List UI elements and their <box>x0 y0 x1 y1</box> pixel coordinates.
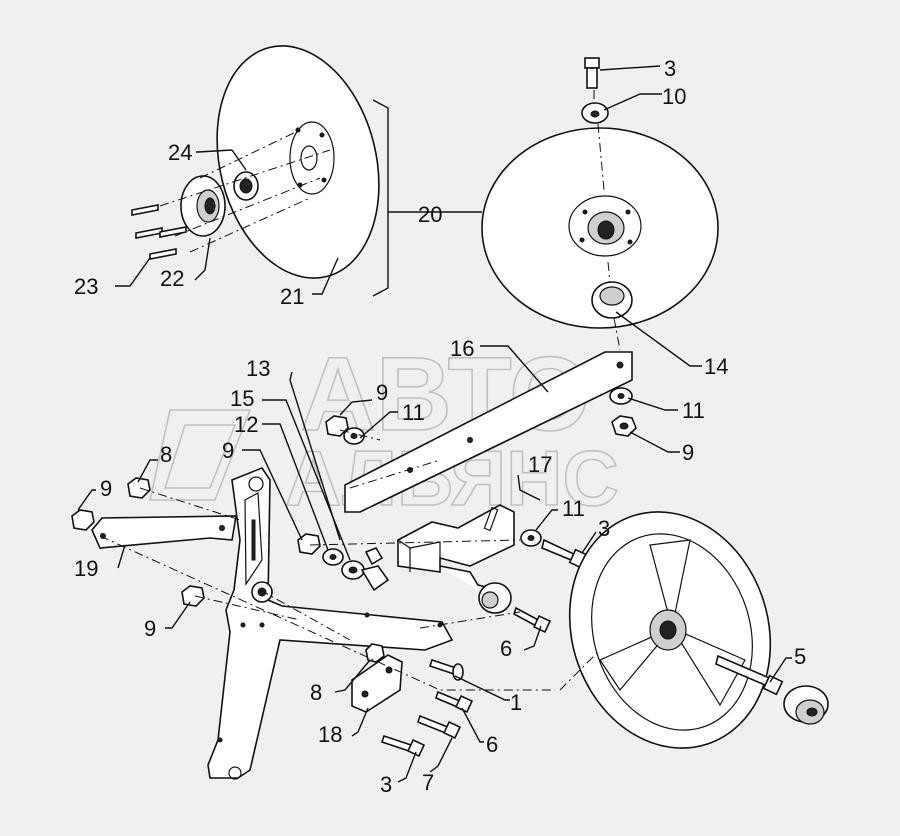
callout-18: 18 <box>318 722 342 747</box>
callout-13: 13 <box>246 356 270 381</box>
callout-9-right: 9 <box>682 440 694 465</box>
callout-24: 24 <box>168 140 192 165</box>
callout-5: 5 <box>794 644 806 669</box>
bearing-24 <box>233 171 259 201</box>
arm-16 <box>344 351 633 513</box>
pin-1 <box>428 658 464 681</box>
callout-19: 19 <box>74 556 98 581</box>
leader-lines <box>77 65 792 783</box>
hub-bolts-23 <box>131 204 187 260</box>
wheel <box>568 511 772 749</box>
callout-3-top: 3 <box>664 56 676 81</box>
hub-cap <box>783 685 829 725</box>
plate-19 <box>91 515 237 549</box>
callout-14: 14 <box>704 354 728 379</box>
callout-1: 1 <box>510 690 522 715</box>
link-washers-12-13-15 <box>322 547 390 592</box>
callout-9-left: 9 <box>100 476 112 501</box>
callout-17: 17 <box>528 452 552 477</box>
callout-6-upper: 6 <box>500 636 512 661</box>
washer-10 <box>581 102 609 124</box>
nut-9-right <box>611 415 637 437</box>
bolt-3-lower <box>380 734 426 758</box>
callout-8-lower: 8 <box>310 680 322 705</box>
callout-10: 10 <box>662 84 686 109</box>
left-disc <box>216 45 380 279</box>
plate-18 <box>351 654 403 713</box>
callout-20: 20 <box>418 202 442 227</box>
callout-9-lower: 9 <box>144 616 156 641</box>
callout-6-lower: 6 <box>486 732 498 757</box>
callout-15: 15 <box>230 386 254 411</box>
callout-11-upper: 11 <box>402 400 425 425</box>
callout-11-right: 11 <box>682 398 705 423</box>
washer-11-right <box>609 387 633 405</box>
bolt-7 <box>417 714 462 740</box>
callout-22: 22 <box>160 266 184 291</box>
right-disc <box>481 127 719 329</box>
bolt-6-lower <box>435 690 474 714</box>
callout-8-upper: 8 <box>160 442 172 467</box>
callout-12: 12 <box>234 412 258 437</box>
callout-16: 16 <box>450 336 474 361</box>
callout-11-lower: 11 <box>562 496 585 521</box>
right-disc-centerline <box>593 90 621 351</box>
callout-21: 21 <box>280 284 304 309</box>
spacer-14 <box>591 281 633 319</box>
callout-9-mid: 9 <box>222 438 234 463</box>
callout-9-upper: 9 <box>376 380 388 405</box>
callouts: 3 10 24 22 23 20 21 14 16 11 9 13 15 12 … <box>74 56 806 797</box>
assembly-centerlines <box>99 429 601 691</box>
left-disc-centerlines <box>159 129 331 253</box>
main-frame <box>207 467 454 780</box>
top-bolt-3 <box>584 57 600 89</box>
axle-bolt-5 <box>715 654 784 696</box>
hub-flange-22 <box>180 175 226 237</box>
callout-7: 7 <box>422 770 434 795</box>
callout-23: 23 <box>74 274 98 299</box>
nuts-8 <box>127 477 385 663</box>
callout-3-lower: 3 <box>380 772 392 797</box>
bracket-17 <box>397 504 515 614</box>
bracket-20 <box>372 99 408 297</box>
nuts-9 <box>71 415 349 607</box>
callout-3-wheel: 3 <box>598 516 610 541</box>
